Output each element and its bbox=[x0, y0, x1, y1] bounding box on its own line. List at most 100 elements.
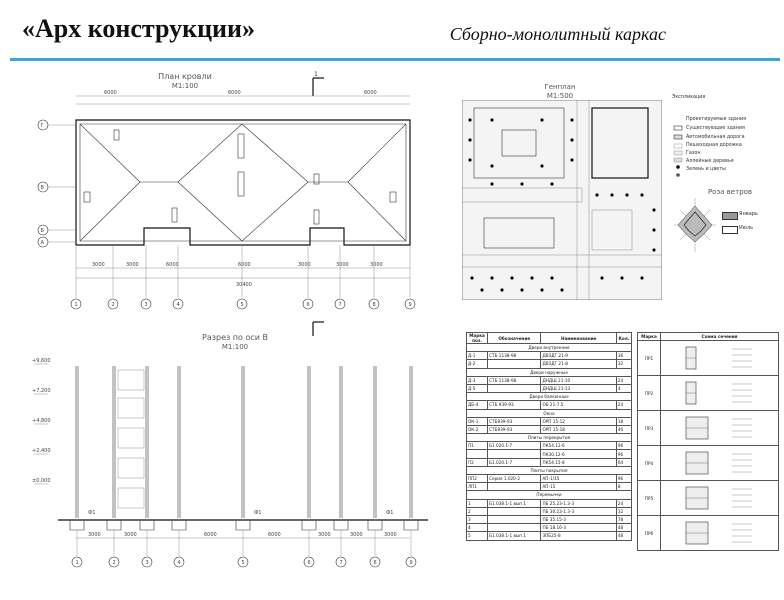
wind-legend-jul-swatch bbox=[722, 226, 738, 234]
wind-rose-title: Роза ветров bbox=[707, 188, 753, 196]
spec-cell bbox=[487, 506, 542, 516]
bridge-mark: ПР2 bbox=[637, 375, 661, 412]
bridge-scheme-drawing bbox=[685, 346, 752, 370]
spec-cell: Д-2 bbox=[465, 359, 489, 369]
spec-cell: ПБ 18.16-3 bbox=[540, 523, 617, 533]
bridge-row: ПР3 bbox=[637, 410, 779, 447]
roof-axis-5: 5 bbox=[241, 302, 244, 308]
bridge-scheme-drawing bbox=[685, 416, 752, 440]
spec-cell bbox=[487, 523, 542, 533]
spec-cell: Д-3 bbox=[465, 375, 489, 385]
roof-axis-A: А bbox=[41, 240, 45, 246]
spec-cell: ПК54.15-8 bbox=[540, 457, 617, 467]
roof-axis-4: 4 bbox=[177, 302, 180, 308]
spec-cell: СТБ939-93 bbox=[487, 416, 542, 426]
roof-section-mark: 1 bbox=[314, 71, 318, 78]
spec-cell: ОРП 15-12 bbox=[540, 416, 617, 426]
level-4: +2,400 bbox=[32, 448, 51, 454]
header-divider bbox=[10, 58, 780, 61]
spec-cell bbox=[487, 514, 542, 525]
foundation-label-1: Ф1 bbox=[88, 510, 96, 516]
roof-axis-V: В bbox=[41, 185, 45, 191]
roof-dim-bot-6: 3000 bbox=[336, 262, 349, 268]
bridge-scheme-cell bbox=[660, 375, 779, 412]
spec-cell: ОК-1 bbox=[465, 416, 489, 426]
section-axis-7: 7 bbox=[340, 560, 343, 566]
bridge-header-scheme: Схема сечения bbox=[660, 331, 779, 342]
bridge-scheme-drawing bbox=[685, 521, 752, 545]
bridge-scheme-cell bbox=[660, 515, 779, 552]
spec-cell: СТБ 1138-98 bbox=[487, 351, 542, 361]
roof-plan-drawing: 1 6000 6000 6000 Г В Б А 3000 3000 6000 … bbox=[37, 71, 416, 310]
page-subtitle: Сборно-монолитный каркас bbox=[449, 24, 666, 44]
section-axis-5: 5 bbox=[242, 560, 245, 566]
spec-header-mark: Марка поз. bbox=[465, 332, 489, 344]
level-5: ±0,000 bbox=[32, 478, 51, 484]
bridge-mark: ПР1 bbox=[637, 340, 661, 377]
spec-cell: 3 bbox=[465, 514, 489, 525]
spec-group-row: Двери наружные bbox=[466, 367, 632, 377]
spec-group-title: Двери внутренние bbox=[466, 342, 632, 353]
spec-cell: 24 bbox=[615, 498, 633, 508]
spec-cell: ОРП 15-18 bbox=[540, 424, 617, 435]
spec-cell: 8 bbox=[615, 482, 633, 492]
legend-item-4: Пешеходная дорожка bbox=[686, 143, 742, 148]
spec-cell: 96 bbox=[615, 441, 633, 451]
legend-item-3: Автомобильная дорога bbox=[686, 135, 745, 140]
wind-legend-jan: Январь bbox=[739, 211, 758, 217]
section-axis-6: 6 bbox=[308, 560, 311, 566]
spec-group-row: Окна bbox=[466, 408, 632, 418]
legend-item-2: Существующие здания bbox=[686, 126, 745, 131]
spec-cell bbox=[487, 383, 542, 394]
roof-dim-top-1: 6000 bbox=[104, 90, 117, 96]
roof-axis-6: 6 bbox=[307, 302, 310, 308]
spec-cell: Б1.038.1-1 вып.1 bbox=[487, 531, 542, 541]
page-title: «Арх конструкции» bbox=[22, 14, 256, 43]
spec-cell: ПП2 bbox=[465, 473, 489, 484]
bridge-scheme-cell bbox=[660, 480, 779, 517]
section-dim-2: 3000 bbox=[124, 532, 137, 538]
spec-cell: ДВЗДГ 21-9 bbox=[540, 351, 617, 361]
spec-cell: 5 bbox=[465, 531, 489, 541]
genplan-legend: Экспликация Проектируемые здания Существ… bbox=[672, 94, 782, 174]
level-3: +4,800 bbox=[32, 418, 51, 424]
spec-cell: 24 bbox=[615, 400, 633, 410]
foundation-label-3: Ф1 bbox=[386, 510, 394, 516]
spec-cell: Д-1 bbox=[465, 351, 489, 361]
spec-cell: 18 bbox=[615, 416, 633, 426]
spec-cell: 46 bbox=[615, 424, 633, 435]
spec-cell: 24 bbox=[615, 375, 633, 385]
spec-group-row: Двери внутренние bbox=[466, 342, 632, 353]
legend-item-1: Проектируемые здания bbox=[686, 117, 747, 122]
roof-dim-top-3: 6000 bbox=[364, 90, 377, 96]
roof-axis-7: 7 bbox=[339, 302, 342, 308]
legend-item-7: Зелень и цветы bbox=[686, 167, 726, 172]
bridge-scheme-drawing bbox=[685, 451, 752, 475]
spec-group-title: Плиты покрытия bbox=[466, 465, 632, 476]
section-axis-4: 4 bbox=[178, 560, 181, 566]
spec-header-qty: Кол. bbox=[615, 332, 633, 344]
spec-cell: 36 bbox=[615, 351, 633, 361]
spec-cell: СТБ 939-93 bbox=[487, 400, 542, 410]
roof-axis-G: Г bbox=[41, 123, 44, 129]
spec-cell: СТБ 1138-98 bbox=[487, 375, 542, 385]
spec-cell: Б1.020.1-7 bbox=[487, 441, 542, 451]
spec-group-title: Окна bbox=[466, 408, 632, 418]
spec-cell: ДНДЩ 21-13 bbox=[540, 383, 617, 394]
spec-cell: Б1.020.1-7 bbox=[487, 457, 542, 467]
spec-group-title: Плиты перекрытия bbox=[466, 433, 632, 443]
wind-legend-jan-swatch bbox=[722, 212, 738, 220]
